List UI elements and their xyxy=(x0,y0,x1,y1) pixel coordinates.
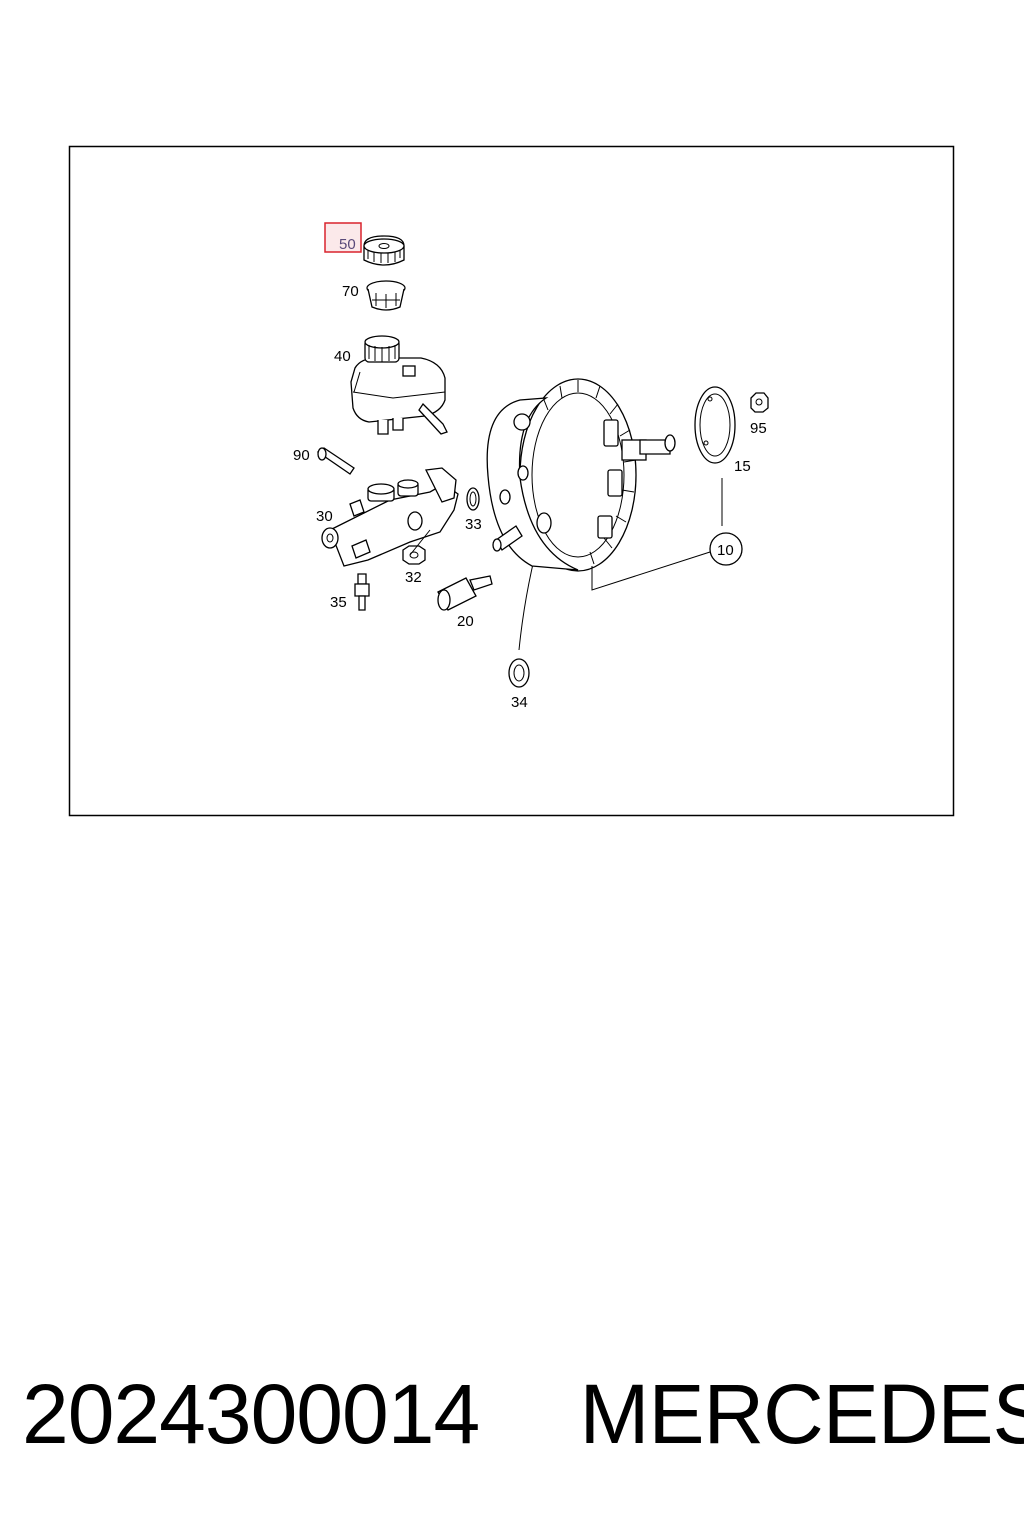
part-30-master-cylinder[interactable] xyxy=(321,467,459,567)
callout-90: 90 xyxy=(293,447,310,464)
callout-10-circle xyxy=(709,532,743,566)
part-70-strainer[interactable] xyxy=(366,280,406,311)
callout-32: 32 xyxy=(405,569,422,586)
callout-10: 10 xyxy=(717,542,734,559)
part-10-brake-booster[interactable] xyxy=(486,378,711,591)
callout-95: 95 xyxy=(750,420,767,437)
part-90-pin[interactable] xyxy=(316,447,355,475)
part-50-cap[interactable] xyxy=(324,222,405,266)
callout-70: 70 xyxy=(342,283,359,300)
parts-diagram: 50 70 40 90 30 33 32 35 20 34 95 15 10 xyxy=(68,145,955,817)
callout-50: 50 xyxy=(339,236,356,253)
part-40-reservoir[interactable] xyxy=(350,335,448,435)
callout-33: 33 xyxy=(465,516,482,533)
callout-20: 20 xyxy=(457,613,474,630)
callout-34: 34 xyxy=(511,694,528,711)
part-32-nut[interactable] xyxy=(402,529,431,565)
brand-name: MERCEDES xyxy=(579,1367,1024,1461)
highlight-box xyxy=(324,222,362,253)
part-number: 2024300014 xyxy=(22,1367,480,1461)
part-35-sensor[interactable] xyxy=(354,573,370,611)
callout-15: 15 xyxy=(734,458,751,475)
part-15-gasket[interactable] xyxy=(694,386,736,526)
part-95-nut[interactable] xyxy=(750,392,769,413)
part-20-sensor[interactable] xyxy=(437,575,493,611)
diagram-frame xyxy=(68,145,955,817)
part-33-oring[interactable] xyxy=(466,487,480,511)
part-caption: 2024300014 MERCEDES xyxy=(22,1366,1024,1466)
callout-30: 30 xyxy=(316,508,333,525)
callout-35: 35 xyxy=(330,594,347,611)
callout-40: 40 xyxy=(334,348,351,365)
